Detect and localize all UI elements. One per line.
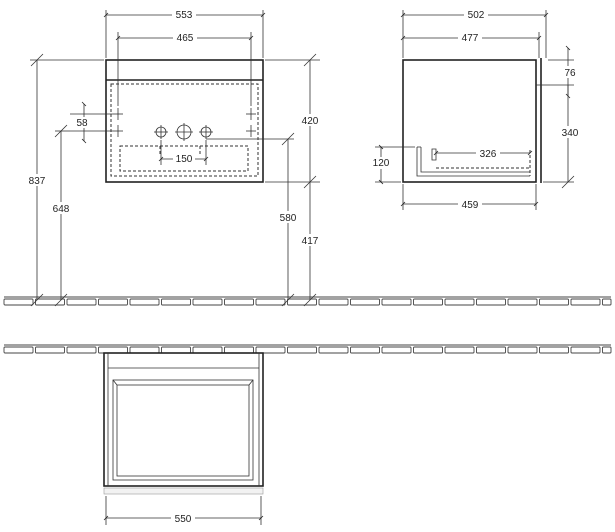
floor-tile <box>507 346 538 354</box>
dim-front-width: 553 <box>176 10 193 21</box>
floor-tile <box>444 346 475 354</box>
floor-tile <box>129 298 160 306</box>
floor-tile <box>602 346 612 354</box>
front-view: 553 465 58 150 420 417 <box>26 9 322 307</box>
floor-tile <box>444 298 475 306</box>
floor-tile <box>161 298 191 306</box>
floor-tile <box>255 298 286 306</box>
floor-tile <box>98 298 128 306</box>
plan-view: 550 <box>103 352 264 525</box>
dim-drawer-height: 120 <box>373 158 390 169</box>
floor-tile <box>413 346 443 354</box>
dim-tap-spacing: 150 <box>176 154 193 165</box>
dim-floor-to-bottom: 417 <box>302 236 319 247</box>
plan-drawer <box>112 379 254 481</box>
plan-base-plinth <box>103 487 264 495</box>
floor-tile <box>413 298 443 306</box>
floor-tile <box>98 346 128 354</box>
floor-tile <box>570 298 601 306</box>
floor-tile <box>129 346 160 354</box>
floor-tile <box>602 298 612 306</box>
plan-cabinet-outline <box>103 352 264 487</box>
side-view: 502 477 76 340 120 326 459 <box>371 9 584 211</box>
dim-front-height: 420 <box>302 116 319 127</box>
tap-connection-icon <box>154 123 213 141</box>
floor-tile <box>3 346 34 354</box>
front-inner-dashed <box>110 83 259 177</box>
floor-tile <box>66 298 97 306</box>
dim-hole-spacing: 465 <box>177 33 194 44</box>
dim-top-thickness: 76 <box>564 68 576 79</box>
drawer-dashed <box>119 145 249 172</box>
dim-base-depth: 459 <box>462 200 479 211</box>
front-cabinet-outline <box>105 59 264 183</box>
floor-tile <box>318 298 349 306</box>
dim-hole-offset: 58 <box>76 118 88 129</box>
dim-side-depth: 502 <box>468 10 485 21</box>
drawer-profile <box>416 147 530 177</box>
dim-floor-to-drain: 580 <box>280 213 297 224</box>
floor-tile <box>3 298 34 306</box>
floor-tile <box>381 346 412 354</box>
floor-tile <box>350 298 380 306</box>
floor-tile <box>224 298 254 306</box>
dim-body-height: 340 <box>562 128 579 139</box>
floor-tile <box>224 346 254 354</box>
dim-floor-to-top: 837 <box>29 176 46 187</box>
floor-tile <box>570 346 601 354</box>
floor-tile <box>255 346 286 354</box>
floor-tile <box>161 346 191 354</box>
floor-tile <box>66 346 97 354</box>
floor-tile <box>318 346 349 354</box>
floor-tiles-upper <box>3 296 612 306</box>
floor-tiles-lower <box>3 344 612 354</box>
floor-tile <box>476 298 506 306</box>
floor-tile <box>35 298 65 306</box>
mounting-hole-icon <box>113 108 256 137</box>
floor-tile <box>539 346 569 354</box>
floor-tile <box>192 346 223 354</box>
dim-plan-width: 550 <box>175 514 192 525</box>
floor-tile <box>539 298 569 306</box>
floor-tile <box>287 298 317 306</box>
dim-side-inner-depth: 477 <box>462 33 479 44</box>
floor-tile <box>507 298 538 306</box>
side-cabinet-outline <box>402 59 537 183</box>
dim-drawer-depth: 326 <box>480 149 497 160</box>
floor-tile <box>381 298 412 306</box>
floor-tile <box>192 298 223 306</box>
floor-tile <box>287 346 317 354</box>
floor-tile <box>35 346 65 354</box>
floor-tile <box>350 346 380 354</box>
dim-floor-to-holes: 648 <box>53 204 70 215</box>
floor-tile <box>476 346 506 354</box>
